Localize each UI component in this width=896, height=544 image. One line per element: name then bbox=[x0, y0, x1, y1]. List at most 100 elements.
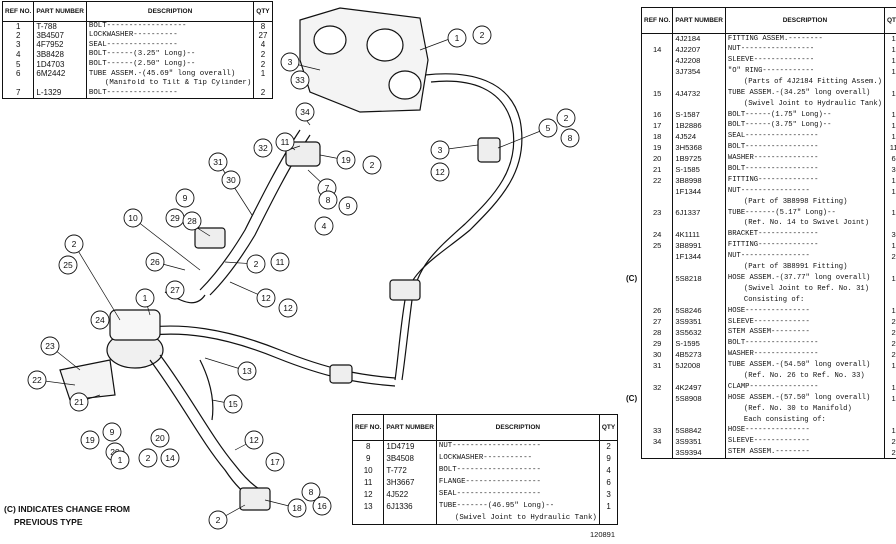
qty-cell bbox=[883, 294, 896, 306]
part-number-cell: 6J1336 bbox=[383, 500, 437, 513]
callout-circle bbox=[314, 216, 334, 236]
qty-cell: 9 bbox=[598, 452, 619, 465]
part-number-cell: 5S8218 bbox=[672, 273, 726, 284]
callout-bubble: 9 bbox=[338, 196, 358, 216]
callout-bubble: 8 bbox=[560, 128, 580, 148]
callout-bubble: 2 bbox=[208, 510, 228, 530]
callout-number: 20 bbox=[155, 433, 165, 443]
part-number-cell: 5S8908 bbox=[672, 392, 726, 404]
callout-circle bbox=[135, 288, 155, 308]
callout-circle bbox=[27, 370, 47, 390]
callout-number: 2 bbox=[564, 113, 569, 123]
description-cell: BOLT------------------ bbox=[85, 21, 255, 32]
callout-number: 12 bbox=[249, 435, 259, 445]
callout-bubble: 10 bbox=[123, 208, 143, 228]
part-number-cell: 3B8428 bbox=[33, 50, 87, 60]
callout-number: 19 bbox=[341, 155, 351, 165]
description-cell: BOLT---------------- bbox=[85, 88, 255, 99]
callout-bubble: 26 bbox=[145, 252, 165, 272]
col-ref-header: REF NO. bbox=[640, 7, 674, 34]
ref-cell: 32 bbox=[640, 382, 674, 393]
callout-circle bbox=[40, 336, 60, 356]
ref-cell bbox=[640, 196, 674, 208]
callout-bubble: 21 bbox=[69, 392, 89, 412]
qty-cell: 1 bbox=[883, 109, 896, 121]
ref-cell: 26 bbox=[640, 305, 674, 317]
callout-number: 18 bbox=[292, 503, 302, 513]
callout-number: 4 bbox=[322, 221, 327, 231]
part-number-cell: 3B8991 bbox=[672, 240, 726, 252]
ref-cell: 24 bbox=[640, 229, 674, 241]
callout-bubble: 29 bbox=[165, 208, 185, 228]
qty-cell: 1 bbox=[883, 392, 896, 404]
callout-number: 32 bbox=[258, 143, 268, 153]
table-row: 1F1344 NUT----------------1 bbox=[640, 185, 896, 197]
figure-number: 120891 bbox=[590, 530, 616, 539]
description-cell: NUT-------------------- bbox=[435, 440, 600, 453]
callout-bubble: 5 bbox=[538, 118, 558, 138]
description-cell: NUT---------------- bbox=[724, 185, 885, 197]
table-row: (Swivel Joint to Hydraulic Tank) bbox=[351, 512, 619, 525]
description-cell: CLAMP---------------- bbox=[724, 382, 885, 393]
callout-number: 16 bbox=[317, 501, 327, 511]
callout-circle bbox=[237, 361, 257, 381]
qty-cell: 4 bbox=[253, 40, 273, 51]
callout-circle bbox=[123, 208, 143, 228]
callout-bubble: 11 bbox=[275, 132, 295, 152]
description-cell: FITTING ASSEM.-------- bbox=[724, 33, 885, 45]
qty-cell: 11 bbox=[883, 142, 896, 154]
description-cell: (Ref. No. 26 to Ref. No. 33) bbox=[724, 371, 885, 382]
ref-cell bbox=[640, 414, 674, 426]
col-ref-header: REF NO. bbox=[1, 1, 35, 22]
callout-bubble: 32 bbox=[253, 138, 273, 158]
ref-cell: 8 bbox=[351, 440, 385, 453]
callout-number: 31 bbox=[213, 157, 223, 167]
ref-cell bbox=[640, 251, 674, 263]
callout-bubble: 14 bbox=[160, 448, 180, 468]
ref-cell: 20 bbox=[640, 153, 674, 165]
callout-number: 2 bbox=[72, 239, 77, 249]
description-cell: Each consisting of: bbox=[724, 414, 885, 426]
callout-circle bbox=[318, 190, 338, 210]
callout-circle bbox=[301, 482, 321, 502]
callout-circle bbox=[430, 140, 450, 160]
part-number-cell bbox=[672, 262, 726, 274]
qty-cell bbox=[883, 262, 896, 274]
callout-number: 1 bbox=[143, 293, 148, 303]
description-cell: LOCKWASHER----------- bbox=[435, 452, 600, 465]
callout-number: 17 bbox=[270, 457, 280, 467]
ref-cell bbox=[640, 403, 674, 415]
description-cell: FITTING-------------- bbox=[724, 175, 885, 186]
part-number-cell: 6M2442 bbox=[33, 69, 87, 80]
ref-cell bbox=[640, 77, 674, 88]
callout-circle bbox=[138, 448, 158, 468]
description-cell: (Parts of 4J2184 Fitting Assem.) bbox=[724, 77, 885, 88]
qty-cell: 3 bbox=[598, 488, 619, 501]
description-cell: BOLT------------------- bbox=[435, 464, 600, 477]
callout-circle bbox=[175, 188, 195, 208]
callout-bubble: 1 bbox=[447, 28, 467, 48]
description-cell: BOLT------(3.75" Long)-- bbox=[724, 120, 885, 132]
callout-number: 8 bbox=[568, 133, 573, 143]
part-number-cell: 3B8998 bbox=[672, 175, 726, 186]
table-row: (Parts of 4J2184 Fitting Assem.) bbox=[640, 77, 896, 88]
callout-circle bbox=[160, 448, 180, 468]
part-number-cell: 1D4703 bbox=[33, 59, 87, 70]
callout-number: 29 bbox=[170, 213, 180, 223]
ref-cell bbox=[640, 218, 674, 230]
callout-number: 25 bbox=[63, 260, 73, 270]
table-row: (Part of 3B8991 Fitting) bbox=[640, 262, 896, 274]
qty-cell bbox=[883, 403, 896, 415]
description-cell: HOSE--------------- bbox=[724, 305, 885, 317]
callout-bubble: 19 bbox=[80, 430, 100, 450]
callout-circle bbox=[270, 252, 290, 272]
